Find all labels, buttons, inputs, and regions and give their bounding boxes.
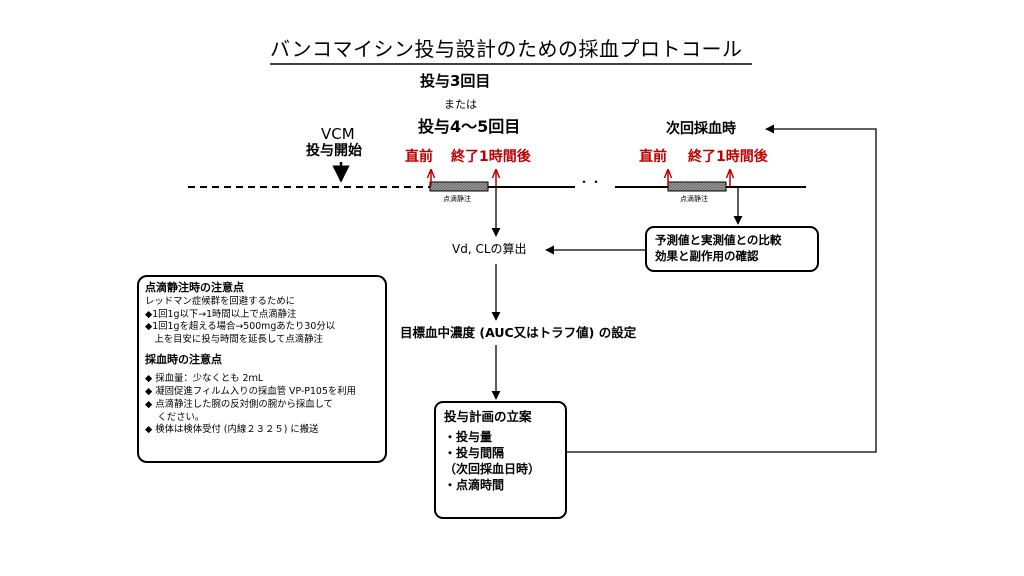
sampling-before-label-1: 直前 (405, 149, 433, 165)
infusion-rule: ◆1回1g以下→1時間以上で点滴静注 (145, 308, 297, 320)
infusion-precautions-heading: 点滴静注時の注意点 (145, 281, 244, 294)
page-title: バンコマイシン投与設計のための採血プロトコール (270, 37, 743, 61)
plan-heading: 投与計画の立案 (444, 409, 532, 424)
compare-line2: 効果と副作用の確認 (655, 248, 759, 263)
dose-start-label: 投与開始 (306, 143, 362, 159)
next-sampling-label: 次回採血時 (666, 121, 736, 137)
plan-item: ・投与量 (444, 429, 493, 444)
dose-timing-line3: 投与4～5回目 (418, 117, 521, 136)
sampling-rule: ください。 (145, 411, 205, 423)
infusion-rule: 上を目安に投与時間を延長して点滴静注 (145, 333, 323, 345)
sampling-rule: ◆ 検体は検体受付 (内線２３２５) に搬送 (145, 424, 319, 436)
precautions-box: 点滴静注時の注意点 レッドマン症候群を回避するために ◆1回1g以下→1時間以上… (137, 275, 387, 463)
sampling-after-label-1: 終了1時間後 (451, 149, 531, 165)
compare-box: 予測値と実測値との比較 効果と副作用の確認 (645, 226, 819, 272)
sampling-rule: ◆ 凝固促進フィルム入りの採血管 VP-P105を利用 (145, 386, 356, 398)
feedback-loop-line (567, 124, 877, 453)
dose-timing-line1: 投与3回目 (420, 72, 491, 90)
target-concentration: 目標血中濃度 (AUC又はトラフ値) の設定 (400, 325, 637, 340)
timeline-ellipsis: ・・ (578, 175, 603, 189)
compare-line1: 予測値と実測値との比較 (655, 233, 782, 247)
plan-item: （次回採血日時） (444, 462, 541, 477)
dosing-plan-box: 投与計画の立案 ・投与量 ・投与間隔 （次回採血日時） ・点滴時間 (434, 401, 567, 519)
infusion-precautions-intro: レッドマン症候群を回避するために (145, 295, 296, 307)
infusion-bar-1 (429, 181, 489, 192)
calc-vd-cl: Vd, CLの算出 (452, 242, 527, 256)
vcm-label: VCM (321, 125, 355, 143)
plan-item: ・投与間隔 (444, 446, 505, 461)
sampling-rule: ◆ 点滴静注した腕の反対側の腕から採血して (145, 398, 334, 410)
infusion-label-2: 点滴静注 (680, 195, 708, 203)
dose-timing-line2: または (444, 98, 477, 111)
sampling-precautions-heading: 採血時の注意点 (145, 352, 222, 366)
sampling-before-label-2: 直前 (639, 149, 667, 165)
sampling-rule: ◆ 採血量：少なくとも 2ｍL (145, 373, 264, 385)
infusion-bar-2 (667, 181, 727, 192)
plan-item: ・点滴時間 (444, 478, 505, 493)
sampling-after-label-2: 終了1時間後 (688, 149, 768, 165)
infusion-label-1: 点滴静注 (443, 195, 471, 203)
infusion-rule: ◆1回1gを超える場合→500mgあたり30分以 (145, 321, 336, 333)
